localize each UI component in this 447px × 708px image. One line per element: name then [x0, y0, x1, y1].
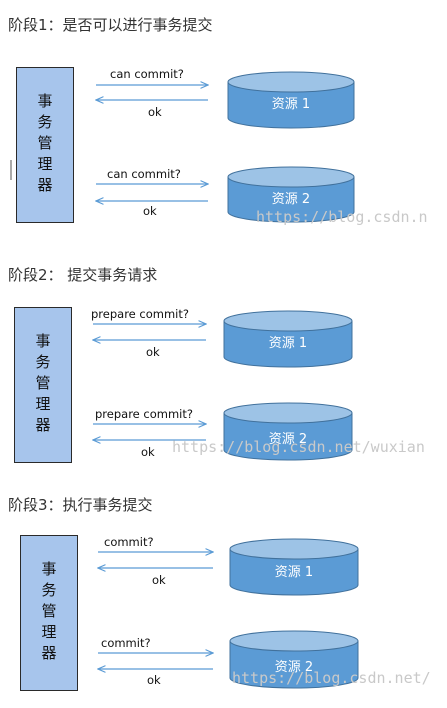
watermark-text: https://blog.csdn.net/ — [232, 669, 431, 687]
phase1-row1: can commit? ok 资源 1 — [96, 67, 355, 129]
resource-2-cylinder: 资源 2 — [227, 166, 355, 223]
resource-label: 资源 1 — [272, 97, 310, 112]
phase2-title: 阶段2： 提交事务请求 — [8, 266, 158, 284]
phase3-title: 阶段3：执行事务提交 — [8, 496, 153, 514]
phase3-row1: commit? ok 资源 1 — [98, 535, 359, 596]
phase2-row1: prepare commit? ok 资源 1 — [91, 307, 353, 368]
response-label: ok — [146, 345, 160, 359]
resource-label: 资源 2 — [269, 432, 307, 447]
request-label: can commit? — [110, 67, 184, 81]
phase1-transaction-manager: 事务管理器 — [16, 67, 74, 223]
phase1-row2: can commit? ok 资源 2 — [96, 166, 355, 223]
resource-1-cylinder: 资源 1 — [229, 538, 359, 596]
watermark-text: https://blog.csdn.n — [256, 208, 428, 226]
resource-label: 资源 1 — [269, 336, 307, 351]
request-label: prepare commit? — [95, 407, 193, 421]
response-label: ok — [141, 445, 155, 459]
resource-label: 资源 2 — [272, 192, 310, 207]
request-label: prepare commit? — [91, 307, 189, 321]
phase2-transaction-manager: 事务管理器 — [14, 307, 72, 463]
request-label: commit? — [104, 535, 154, 549]
phase2-row2: prepare commit? ok 资源 2 — [93, 402, 353, 461]
resource-2-cylinder: 资源 2 — [223, 402, 353, 461]
resource-2-cylinder: 资源 2 — [229, 630, 359, 689]
transaction-manager-label: 事务管理器 — [33, 332, 52, 438]
response-label: ok — [148, 105, 162, 119]
response-label: ok — [143, 204, 157, 218]
response-label: ok — [152, 573, 166, 587]
resource-1-cylinder: 资源 1 — [227, 71, 355, 129]
resource-1-cylinder: 资源 1 — [223, 310, 353, 368]
resource-label: 资源 2 — [275, 660, 313, 675]
resource-label: 资源 1 — [275, 565, 313, 580]
watermark-text: https://blog.csdn.net/wuxian — [172, 438, 425, 456]
phase3-row2: commit? ok 资源 2 — [98, 630, 359, 689]
request-label: can commit? — [107, 167, 181, 181]
request-label: commit? — [101, 636, 151, 650]
transaction-manager-label: 事务管理器 — [35, 92, 54, 198]
response-label: ok — [147, 673, 161, 687]
phase3-transaction-manager: 事务管理器 — [20, 535, 78, 691]
phase1-title: 阶段1：是否可以进行事务提交 — [8, 16, 213, 34]
transaction-manager-label: 事务管理器 — [39, 560, 58, 666]
